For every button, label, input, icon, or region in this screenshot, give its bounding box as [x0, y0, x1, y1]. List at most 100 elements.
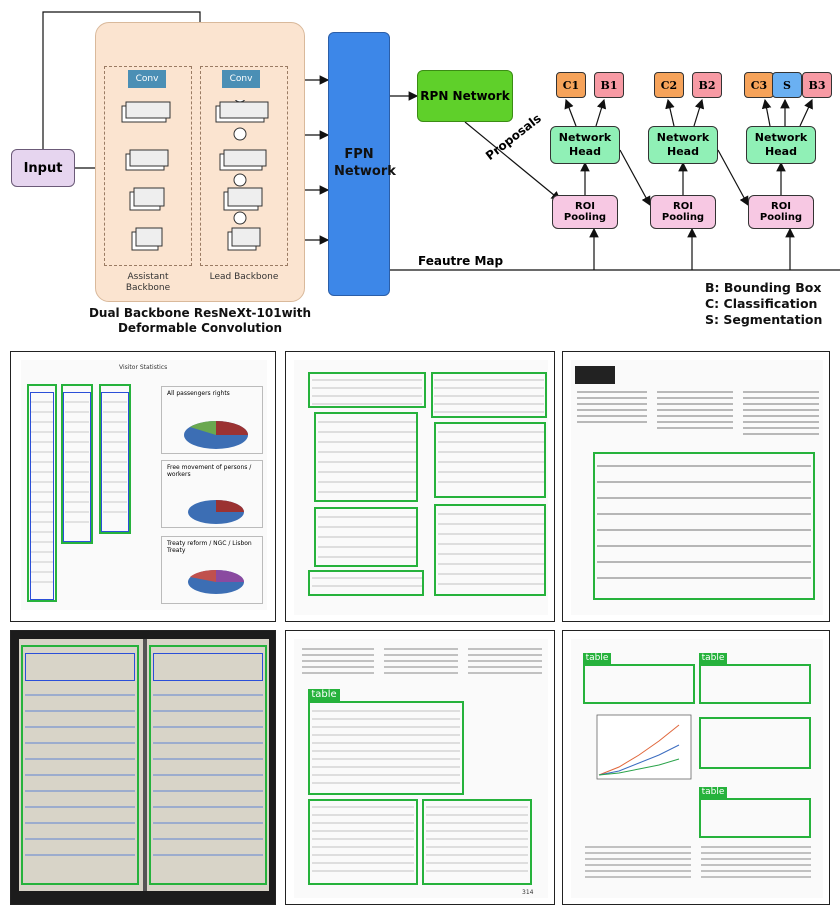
head-label: Network Head [754, 131, 808, 158]
head3-output-s: S [772, 72, 802, 98]
roi-label: ROI Pooling [759, 201, 803, 223]
head3-output-b3: B3 [802, 72, 832, 98]
chart-frame [161, 386, 263, 454]
head1-output-b1: B1 [594, 72, 624, 98]
rpn-network-box: RPN Network [417, 70, 513, 122]
assistant-backbone-frame [104, 66, 192, 266]
example-panel-dense-document [562, 351, 830, 622]
head2-roi-pooling: ROI Pooling [650, 195, 716, 229]
table-detection [149, 645, 267, 885]
table-detection [699, 798, 811, 838]
page-number: 314 [522, 889, 534, 896]
table-detection [308, 570, 424, 596]
legend: B: Bounding Box C: Classification S: Seg… [705, 280, 835, 328]
table-detection [99, 384, 131, 534]
output-label: C2 [660, 78, 678, 92]
table-detection [308, 799, 418, 885]
table-cell-region [153, 653, 263, 681]
feature-map-label: Feautre Map [418, 254, 504, 268]
chart-title: Treaty reform / NGC / Lisbon Treaty [167, 540, 252, 554]
table-tag: table [308, 689, 340, 701]
head3-network-head: Network Head [746, 126, 816, 164]
input-label: Input [23, 160, 63, 176]
table-tag: table [583, 653, 611, 664]
head-label: Network Head [558, 131, 612, 158]
conv-label: Conv [135, 74, 159, 84]
lead-backbone-frame [200, 66, 288, 266]
lead-backbone-label: Lead Backbone [209, 272, 279, 282]
table-detection [593, 452, 815, 600]
input-box: Input [11, 149, 75, 187]
head1-network-head: Network Head [550, 126, 620, 164]
output-label: B2 [698, 78, 716, 92]
chart-frame [161, 536, 263, 604]
table-detection [314, 507, 418, 567]
legend-item-bbox: B: Bounding Box [705, 280, 822, 295]
table-tag: table [699, 653, 727, 664]
rpn-label: RPN Network [420, 89, 510, 103]
chart-title: All passengers rights [167, 390, 230, 397]
example-panel-charts-page: Visitor Statistics All passengers rights… [10, 351, 276, 622]
head3-roi-pooling: ROI Pooling [748, 195, 814, 229]
table-cell-region [63, 392, 91, 542]
table-detection [422, 799, 532, 885]
table-detection [434, 422, 546, 498]
example-panel-paper-tables: table 314 [285, 630, 555, 905]
page-title: Visitor Statistics [119, 364, 168, 371]
table-detection [21, 645, 139, 885]
chart-frame [161, 460, 263, 528]
legend-item-classification: C: Classification [705, 296, 818, 311]
document-image [571, 360, 823, 615]
text-columns [585, 846, 811, 878]
roi-label: ROI Pooling [563, 201, 607, 223]
book-spine [143, 639, 147, 891]
example-panel-ledger [10, 630, 276, 905]
table-detection [431, 372, 547, 418]
table-tag: table [699, 787, 727, 798]
text-columns [302, 648, 542, 674]
backbone-caption: Dual Backbone ResNeXt-101with Deformable… [88, 306, 312, 335]
table-detection [699, 717, 811, 769]
head2-output-c2: C2 [654, 72, 684, 98]
output-label: C3 [750, 78, 768, 92]
table-lines [312, 710, 528, 872]
table-detection [61, 384, 93, 544]
output-label: B3 [808, 78, 826, 92]
table-cell-region [30, 392, 54, 600]
head1-roi-pooling: ROI Pooling [552, 195, 618, 229]
table-detection [308, 372, 426, 408]
pie-charts [184, 421, 248, 594]
line-chart-thumbnail [596, 714, 692, 780]
document-image [294, 360, 548, 615]
output-label: B1 [600, 78, 618, 92]
assistant-conv-block: Conv [128, 70, 166, 88]
table-row-lines [31, 401, 127, 583]
table-detection [434, 504, 546, 596]
table-detection [583, 664, 695, 704]
example-panel-tables-chart: table table table [562, 630, 830, 905]
table-detection [699, 664, 811, 704]
header-block [575, 366, 615, 384]
example-panel-math-tables [285, 351, 555, 622]
table-cell-region [25, 653, 135, 681]
ledger-rows [25, 694, 263, 856]
head-label: Network Head [656, 131, 710, 158]
table-lines [312, 379, 544, 587]
head1-output-c1: C1 [556, 72, 586, 98]
assistant-backbone-label: Assistant Backbone [125, 272, 171, 293]
table-lines [597, 465, 811, 579]
table-detection [314, 412, 418, 502]
head2-output-b2: B2 [692, 72, 722, 98]
conv-label: Conv [229, 74, 253, 84]
head2-network-head: Network Head [648, 126, 718, 164]
table-detection [308, 701, 464, 795]
output-label: S [783, 78, 791, 92]
chart-title: Free movement of persons / workers [167, 464, 252, 478]
text-columns [577, 391, 819, 435]
backbone-stage-blocks [121, 100, 269, 251]
legend-item-segmentation: S: Segmentation [705, 312, 823, 327]
table-cell-region [101, 392, 129, 532]
fpn-network-box: FPN Network [328, 32, 396, 296]
lead-conv-block: Conv [222, 70, 260, 88]
fpn-label: FPN Network [334, 147, 396, 179]
